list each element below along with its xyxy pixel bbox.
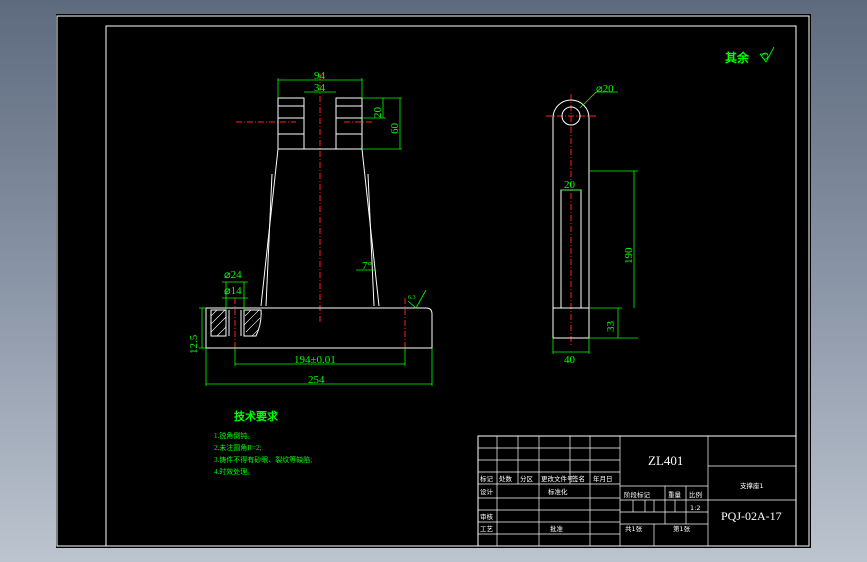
section-hatch-boundary <box>210 309 262 337</box>
base-plate <box>205 307 433 349</box>
cad-viewport[interactable]: 其余 <box>56 14 811 548</box>
tb-drawing-number: PQJ-02A-17 <box>721 509 782 523</box>
tb-label-review: 审核 <box>480 512 494 521</box>
dim-slot-depth: 20 <box>372 107 384 119</box>
front-view: 94 34 20 60 7° ⌀24 ⌀14 12.5 194±0.01 254… <box>188 70 433 386</box>
dim-counterbore-dia: ⌀24 <box>224 269 242 281</box>
dim-hole-spacing: 194±0.01 <box>294 354 336 366</box>
tb-label-signature: 签名 <box>572 474 585 483</box>
sheet-outer-border <box>56 15 810 547</box>
body-inner-rib <box>265 173 375 307</box>
dim-top-width: 94 <box>314 70 326 82</box>
dim-side-height: 190 <box>623 247 635 264</box>
tb-material: ZL401 <box>648 453 683 468</box>
tb-label-mark: 标记 <box>480 474 494 483</box>
dim-hole-dia: ⌀14 <box>224 285 242 297</box>
tb-label-zone: 分区 <box>520 474 534 483</box>
roughness-note: 其余 <box>725 50 750 65</box>
dim-side-base-width: 40 <box>564 354 576 366</box>
tech-req-item: 4.时效处理。 <box>214 467 254 476</box>
dim-total-width: 254 <box>308 374 325 386</box>
side-view: ⌀20 20 190 33 40 <box>546 83 638 366</box>
side-profile <box>552 99 590 309</box>
tb-label-process: 工艺 <box>480 525 494 533</box>
tb-scale-value: 1:2 <box>690 504 700 512</box>
tb-label-count: 处数 <box>499 474 513 483</box>
tb-label-scale: 比例 <box>689 490 702 499</box>
tech-req-item: 3.铸件不得有砂眼、裂纹等缺陷; <box>214 455 312 464</box>
engineering-drawing: 其余 <box>56 15 810 547</box>
body-taper <box>260 148 380 307</box>
tech-req-item: 1.锐角倒钝。 <box>214 431 254 440</box>
title-block: 标记 处数 分区 更改文件号 签名 年月日 设计 标准化 审核 工艺 批准 ZL… <box>477 435 797 547</box>
tb-label-change-doc: 更改文件号 <box>541 474 574 483</box>
dim-angle: 7° <box>362 260 372 272</box>
dim-base-height: 12.5 <box>188 334 200 354</box>
sheet-inner-border <box>105 25 797 547</box>
dim-side-base-height: 33 <box>605 321 617 333</box>
tb-label-stage-mark: 阶段标记 <box>624 490 651 499</box>
technical-requirements: 技术要求 1.锐角倒钝。 2.未注圆角R=2; 3.铸件不得有砂眼、裂纹等缺陷;… <box>214 409 312 476</box>
side-hole <box>561 106 581 126</box>
tb-label-weight: 重量 <box>668 491 682 499</box>
dim-lug-height: 60 <box>389 123 401 135</box>
tech-req-item: 2.未注圆角R=2; <box>214 443 261 452</box>
tb-label-approve: 批准 <box>550 524 564 533</box>
tb-label-standardize: 标准化 <box>548 487 568 496</box>
tech-req-title: 技术要求 <box>234 409 279 423</box>
roughness-value: 6.3 <box>408 295 416 301</box>
tb-part-name: 支撑座1 <box>740 481 764 490</box>
dim-side-hole-dia: ⌀20 <box>596 83 614 95</box>
roughness-symbol-base <box>407 289 427 309</box>
tb-sheet-no: 第1张 <box>673 524 691 533</box>
dim-slot-width: 34 <box>314 82 326 94</box>
tb-label-date: 年月日 <box>593 474 613 483</box>
tb-label-design: 设计 <box>480 487 494 496</box>
roughness-circle <box>761 52 769 60</box>
tb-total-sheets: 共1张 <box>625 524 643 533</box>
dim-web-width: 20 <box>564 179 576 191</box>
